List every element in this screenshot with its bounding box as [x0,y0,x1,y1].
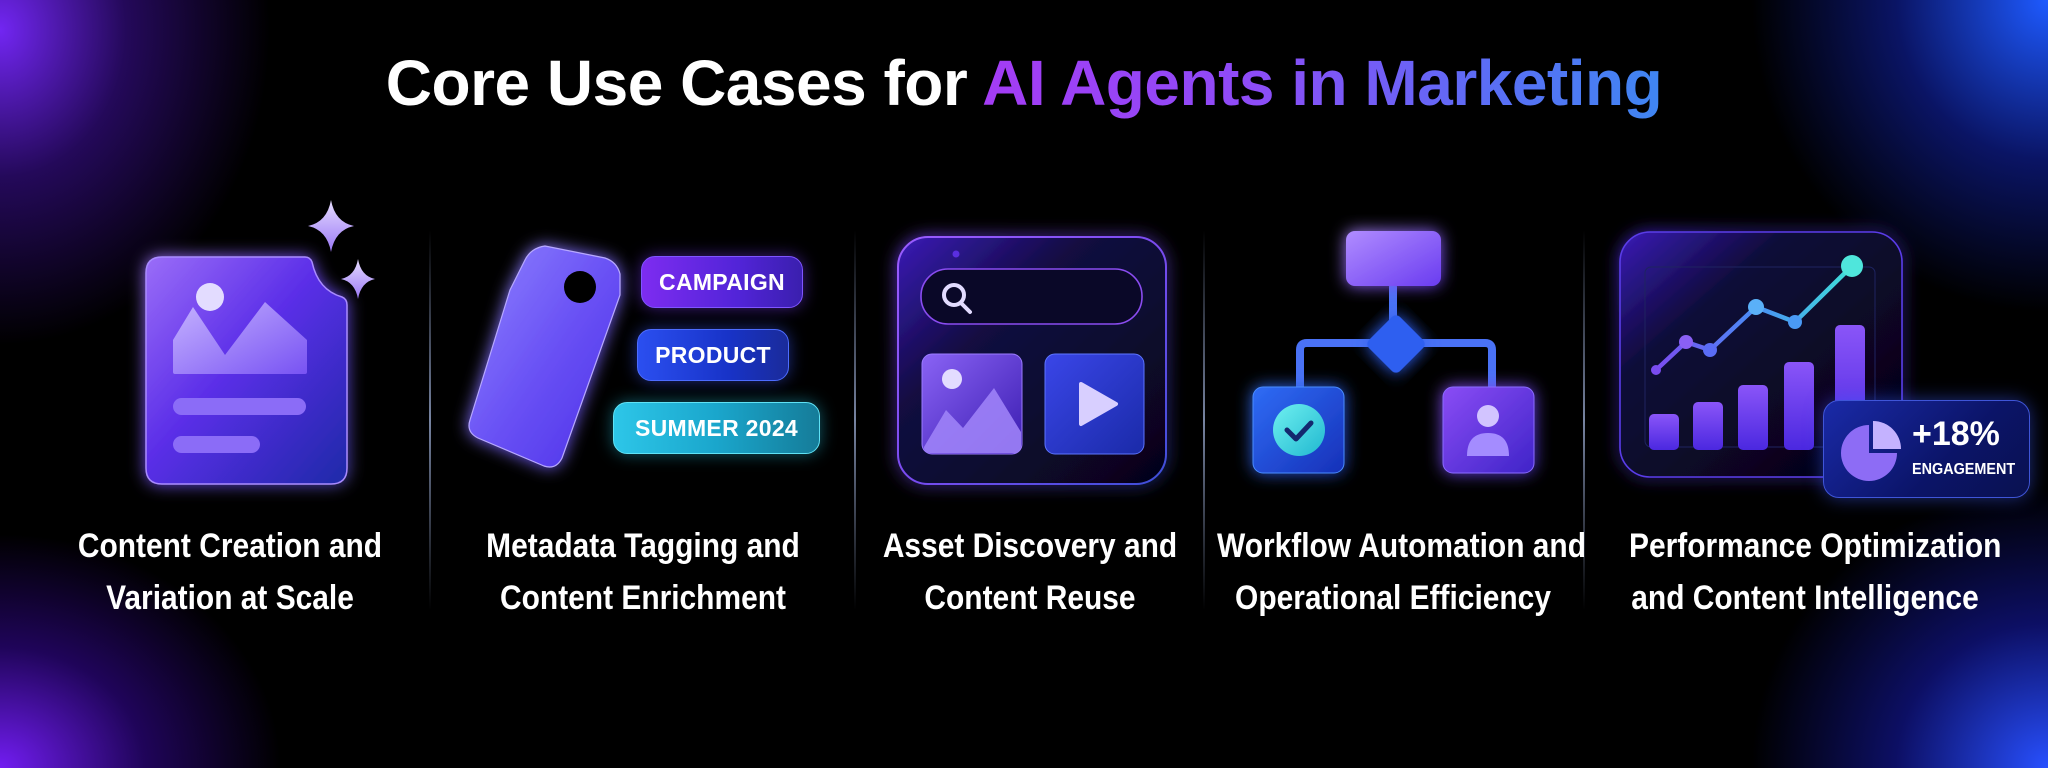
use-case-label: Content Creation and Variation at Scale [54,520,406,624]
check-icon [1273,404,1325,456]
chart-bar [1649,414,1679,450]
divider [1203,230,1205,610]
use-case-label: Asset Discovery and Content Reuse [854,520,1206,624]
pie-chart-icon [1841,421,1901,481]
label-line: Content Creation and [77,527,383,565]
user-icon [1467,405,1509,456]
image-icon [942,369,962,389]
title-prefix: Core Use Cases for [385,47,983,119]
chart-bar [1693,402,1723,450]
engagement-metric-card: +18% ENGAGEMENT [1823,400,2030,498]
metric-label: ENGAGEMENT [1912,461,2016,478]
label-line: Performance Optimization [1629,527,2002,565]
use-case-label: Performance Optimization and Content Int… [1629,520,2002,624]
tag-chip-summer-2024: SUMMER 2024 [613,402,820,454]
play-icon [1079,382,1118,426]
label-line: Content Reuse [924,579,1136,617]
label-line: Metadata Tagging and [486,527,800,565]
sparkle-icon [308,200,354,252]
sparkle-icon [341,259,375,299]
label-line: Workflow Automation and [1217,527,1586,565]
chart-bar [1784,362,1814,450]
label-line: Asset Discovery and [882,527,1178,565]
title-accent: AI Agents in Marketing [982,47,1663,119]
search-icon [942,283,972,314]
tag-chip-product: PRODUCT [637,329,789,381]
label-line: Variation at Scale [106,579,354,617]
divider [854,230,856,610]
divider [1583,230,1585,610]
tag-chip-campaign: CAMPAIGN [641,256,803,308]
label-line: Operational Efficiency [1235,579,1551,617]
use-case-label: Workflow Automation and Operational Effi… [1217,520,1586,624]
divider [429,230,431,610]
chart-bar [1738,385,1768,450]
label-line: Content Enrichment [500,579,786,617]
label-line: and Content Intelligence [1631,579,1979,617]
use-case-label: Metadata Tagging and Content Enrichment [467,520,819,624]
metric-value: +18% [1912,415,2000,453]
page-title: Core Use Cases for AI Agents in Marketin… [0,46,2048,120]
